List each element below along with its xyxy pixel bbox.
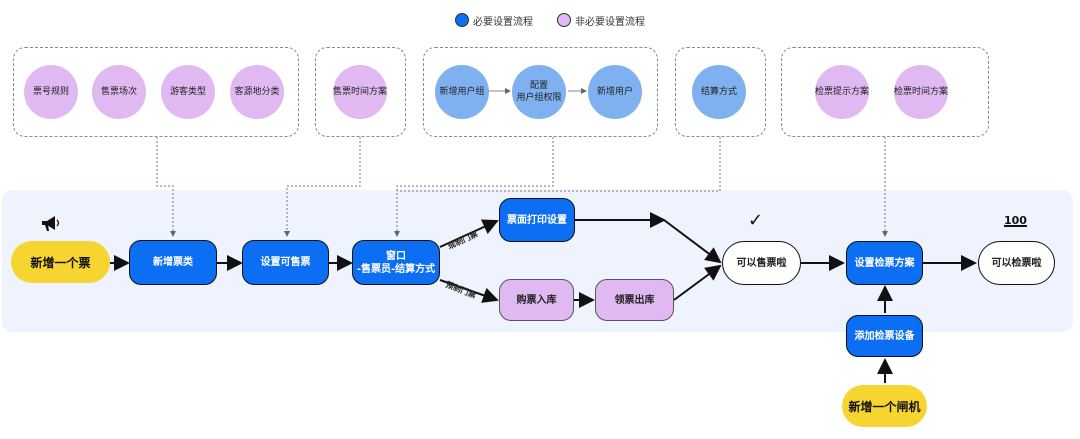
node-set-check-plan: 设置检票方案 xyxy=(846,241,923,285)
circle-sale-time-plan: 售票时间方案 xyxy=(333,65,387,119)
circle-check-hint-plan: 检票提示方案 xyxy=(815,65,869,119)
megaphone-icon xyxy=(42,216,60,231)
node-print-settings: 票面打印设置 xyxy=(499,198,575,242)
circle-add-user-group: 新增用户组 xyxy=(435,65,489,119)
group-settlement xyxy=(675,47,766,137)
group-sale-time xyxy=(315,47,406,137)
circle-add-user: 新增用户 xyxy=(588,65,642,119)
circle-config-group-permission: 配置 用户组权限 xyxy=(512,65,566,119)
dashed-connector-g4 xyxy=(397,137,721,192)
node-set-sellable: 设置可售票 xyxy=(242,240,329,285)
circle-check-time-plan: 检票时间方案 xyxy=(894,65,948,119)
start-new-gate: 新增一个闸机 xyxy=(842,385,927,427)
arrow-print-to-cansell xyxy=(663,219,722,264)
node-purchase-in: 购票入库 xyxy=(499,279,574,321)
group-users xyxy=(423,47,658,137)
legend-optional-label: 非必要设置流程 xyxy=(575,16,645,28)
node-new-ticket-type: 新增票类 xyxy=(129,240,217,285)
hundred-icon: 100 xyxy=(1004,214,1027,227)
circle-source-category: 客源地分类 xyxy=(230,65,284,119)
arrow-window-to-print xyxy=(439,219,499,248)
group-ticket-settings xyxy=(13,47,299,137)
legend-optional-swatch xyxy=(557,13,571,27)
dashed-connector-g2 xyxy=(284,137,361,237)
node-window-seller-settlement: 窗口 -售票员-结算方式 xyxy=(352,240,440,285)
node-can-sell: 可以售票啦 xyxy=(722,241,801,285)
node-claim-out: 领票出库 xyxy=(595,279,674,321)
circle-settlement-method: 结算方式 xyxy=(692,65,746,119)
node-add-check-device: 添加检票设备 xyxy=(846,315,923,357)
legend-required-swatch xyxy=(455,13,469,27)
legend-optional: 非必要设置流程 xyxy=(557,11,645,29)
check-icon: ✓ xyxy=(748,210,764,231)
circle-ticket-number-rule: 票号规则 xyxy=(24,65,78,119)
circle-visitor-type: 游客类型 xyxy=(161,65,215,119)
group-check-settings xyxy=(781,47,989,137)
start-new-ticket: 新增一个票 xyxy=(11,241,110,283)
dashed-connector-g1 xyxy=(156,137,176,237)
dashed-connector-g3 xyxy=(394,137,554,237)
legend-required-label: 必要设置流程 xyxy=(473,16,533,28)
arrow-claim-to-cansell xyxy=(673,264,722,301)
node-can-check: 可以检票啦 xyxy=(978,241,1055,285)
legend-required: 必要设置流程 xyxy=(455,11,533,29)
circle-sale-session: 售票场次 xyxy=(92,65,146,119)
arrow-window-to-purchase xyxy=(439,279,499,303)
